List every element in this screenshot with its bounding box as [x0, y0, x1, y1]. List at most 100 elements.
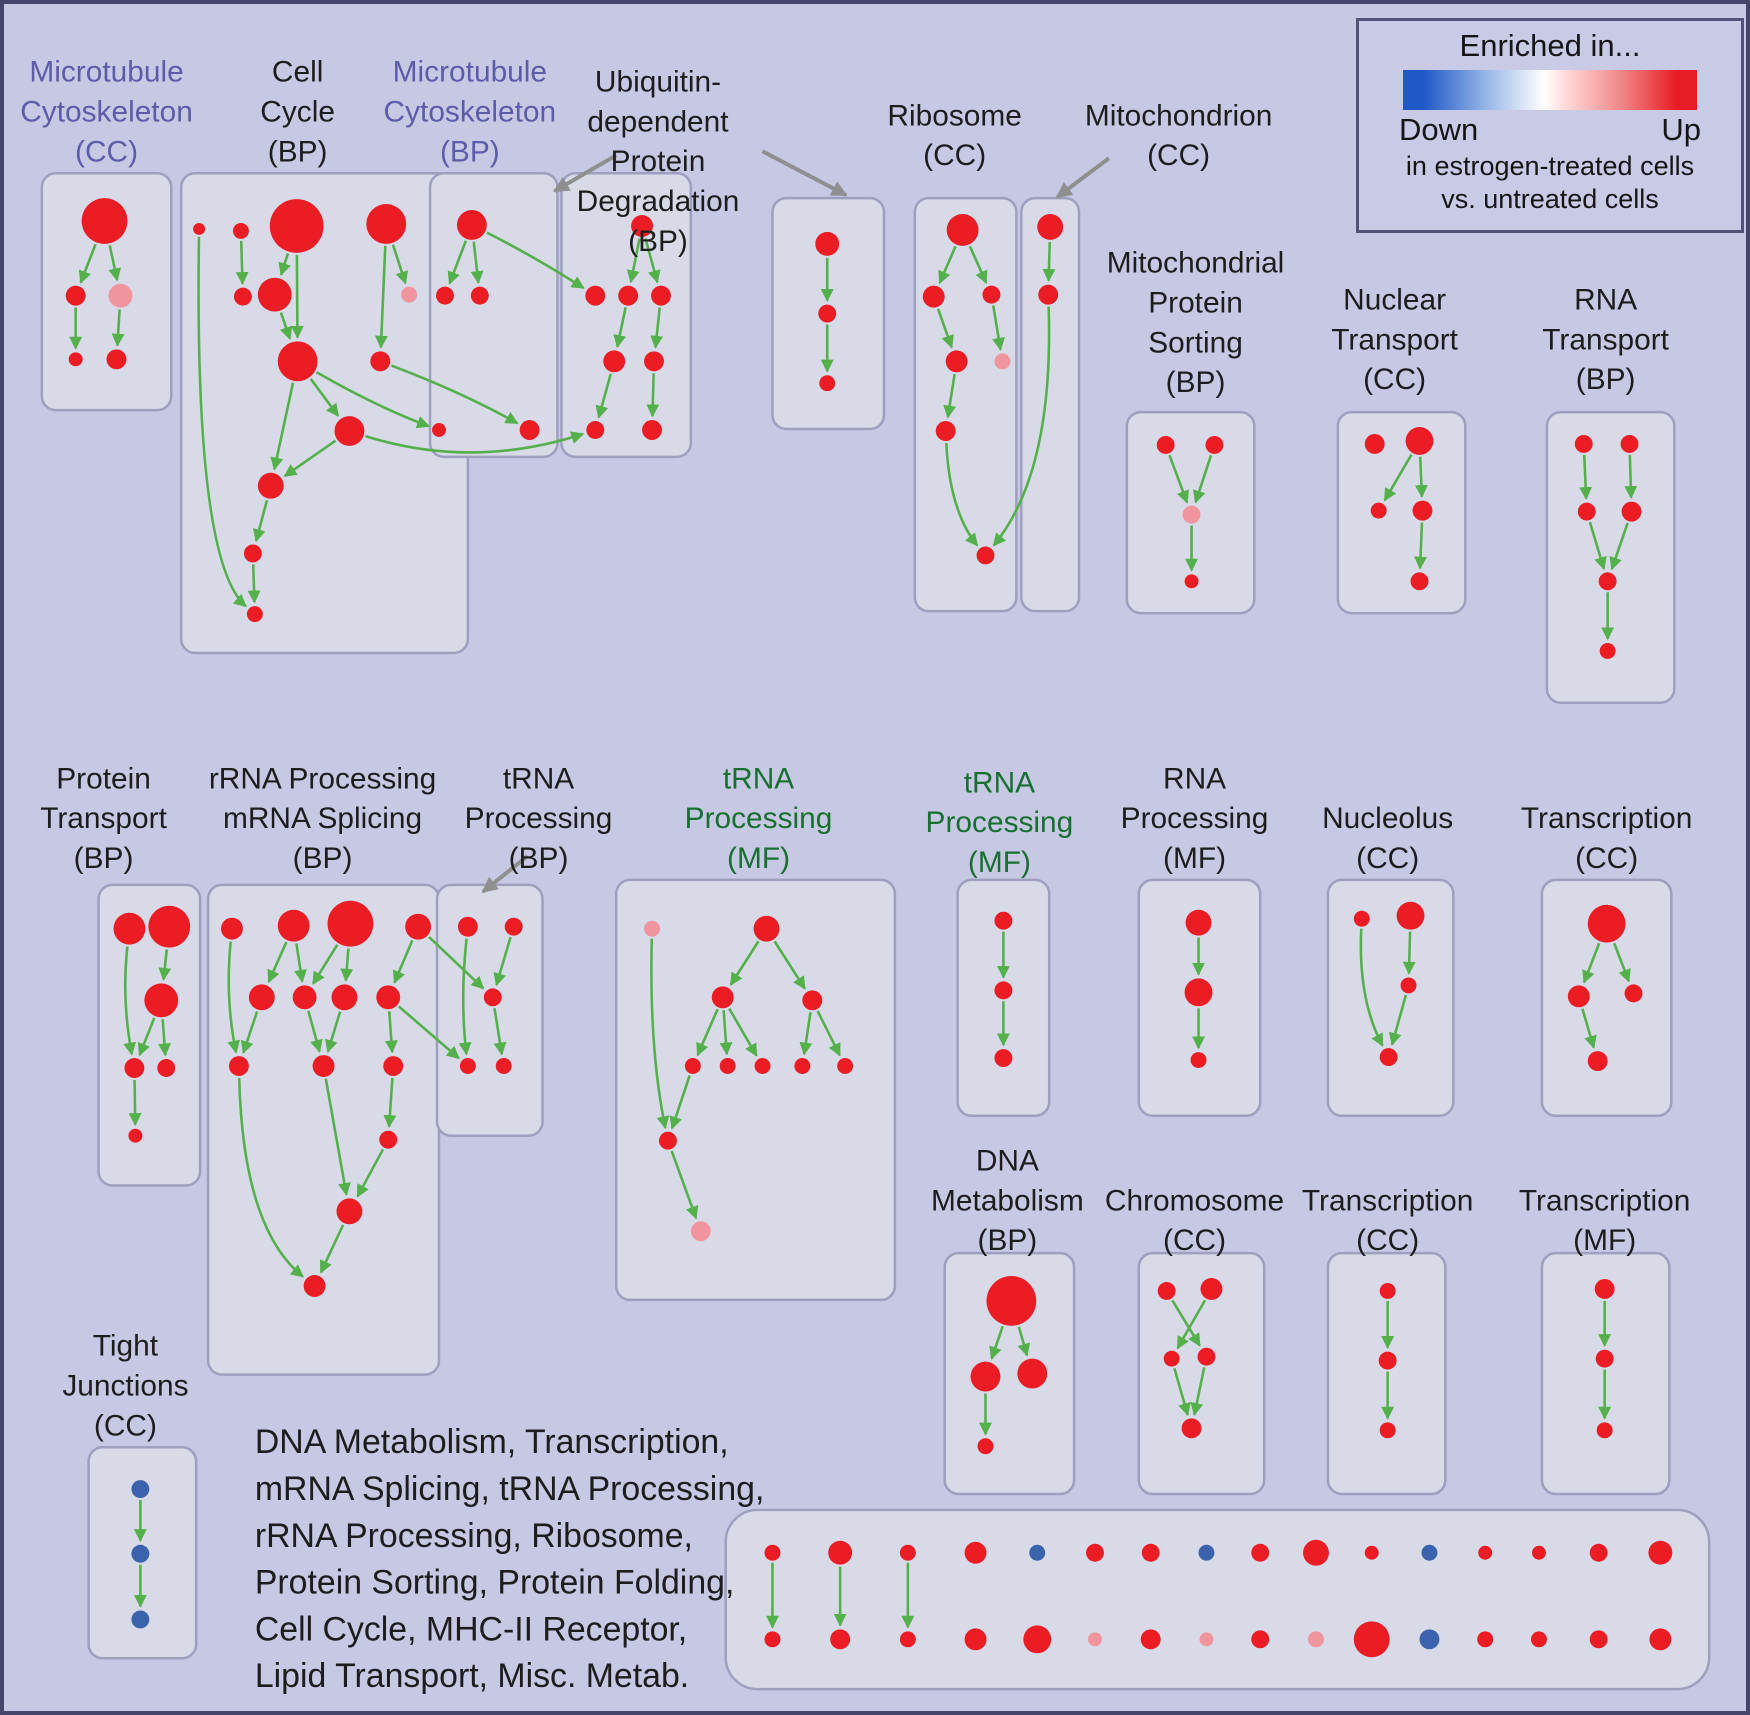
edge-arrow: [137, 1017, 156, 1057]
legend-title: Enriched in...: [1459, 28, 1641, 63]
go-term-node: [1400, 977, 1417, 994]
go-term-node: [246, 606, 263, 623]
edge-arrow: [123, 946, 137, 1056]
go-term-node: [128, 1128, 143, 1143]
edge-arrow: [613, 307, 627, 348]
edge-arrow: [128, 1079, 142, 1127]
go-term-node: [436, 286, 454, 305]
go-term-node: [1037, 214, 1064, 240]
nuclear-transport-cc-box: [1336, 410, 1467, 615]
go-term-node: [376, 985, 401, 1010]
strip-node-top: [1478, 1545, 1493, 1560]
go-term-node: [370, 351, 391, 372]
edge-arrow: [340, 948, 354, 982]
go-term-node: [113, 912, 146, 945]
strip-node-top: [1251, 1543, 1270, 1562]
go-term-node: [303, 1275, 326, 1297]
edge-arrow: [1173, 1367, 1191, 1417]
go-term-node: [1185, 909, 1212, 936]
edge-arrow: [1612, 942, 1631, 983]
go-term-node: [243, 544, 262, 563]
strip-node-top: [764, 1544, 781, 1561]
go-term-node: [483, 988, 502, 1007]
go-term-node: [277, 341, 318, 382]
go-term-node: [131, 1544, 150, 1563]
microtubule-cytoskeleton-bp-box: [428, 171, 559, 459]
edge-arrow: [283, 439, 337, 478]
go-term-node: [585, 285, 606, 306]
strip-node-top: [899, 1544, 916, 1561]
go-term-node: [1621, 501, 1642, 522]
edge-arrow: [247, 564, 261, 604]
edge-arrow: [1176, 1299, 1207, 1350]
strip-node-bottom: [964, 1628, 987, 1651]
strip-node-bottom: [1530, 1631, 1547, 1648]
go-term-node: [1200, 1278, 1223, 1300]
edge-arrow: [1414, 456, 1428, 498]
strip-node-top: [1531, 1545, 1546, 1560]
edge-arrow: [646, 373, 660, 418]
strip-node-bottom: [899, 1631, 916, 1648]
chromosome-cc-label: Chromosome(CC): [1105, 1184, 1284, 1257]
strip-node-bottom: [1477, 1631, 1494, 1648]
go-term-node: [519, 420, 540, 440]
edge-arrow: [111, 309, 125, 347]
edge-arrow: [799, 1011, 813, 1056]
legend-down-label: Down: [1399, 111, 1479, 147]
go-term-node: [1017, 1358, 1048, 1389]
go-term-node: [1184, 574, 1199, 589]
legend-subtitle-line1: in estrogen-treated cells: [1405, 150, 1695, 181]
go-term-node: [131, 1610, 150, 1629]
trna-processing-bp-box: [435, 883, 544, 1137]
edge-arrow: [644, 238, 661, 284]
strip-node-bottom: [1140, 1629, 1161, 1650]
edge-arrow: [270, 382, 295, 471]
edge-arrow: [1193, 454, 1213, 504]
strip-node-top: [1421, 1544, 1438, 1561]
go-term-node: [1587, 1051, 1608, 1071]
go-term-node: [684, 1058, 701, 1074]
go-term-node: [945, 350, 968, 373]
go-term-node: [1598, 572, 1617, 591]
go-term-node: [603, 350, 626, 373]
go-term-node: [994, 981, 1013, 1000]
node-layer: [65, 198, 1673, 1658]
legend-subtitle-line2: vs. untreated cells: [1441, 183, 1659, 214]
go-term-node: [976, 546, 995, 565]
go-term-node: [312, 1055, 335, 1077]
go-term-node: [1587, 904, 1626, 943]
edge-arrow: [374, 245, 388, 349]
go-term-node: [65, 285, 86, 306]
go-term-node: [157, 1059, 176, 1077]
go-term-node: [1595, 1349, 1614, 1368]
edge-arrow: [595, 373, 613, 419]
go-term-node: [124, 1058, 145, 1078]
edge-arrow: [968, 245, 988, 285]
edge-arrow: [235, 240, 249, 285]
edge-arrow: [816, 1010, 841, 1057]
go-term-node: [1620, 434, 1639, 453]
go-term-node: [818, 304, 837, 323]
edge-arrow: [729, 940, 760, 986]
edge-arrow: [938, 245, 957, 285]
legend-endpoints: Down Up: [1375, 112, 1725, 148]
go-term-node: [631, 215, 654, 237]
label-pointer-arrow: [761, 149, 848, 197]
protein-transport-bp-box: [97, 883, 202, 1187]
go-term-node: [994, 911, 1013, 930]
go-term-node: [1410, 572, 1429, 591]
go-term-node: [819, 375, 836, 392]
strip-node-bottom: [1199, 1632, 1214, 1647]
edge-arrow: [944, 442, 979, 547]
go-term-node: [457, 916, 478, 937]
go-term-node: [379, 1130, 398, 1149]
strip-node-top: [964, 1541, 987, 1564]
